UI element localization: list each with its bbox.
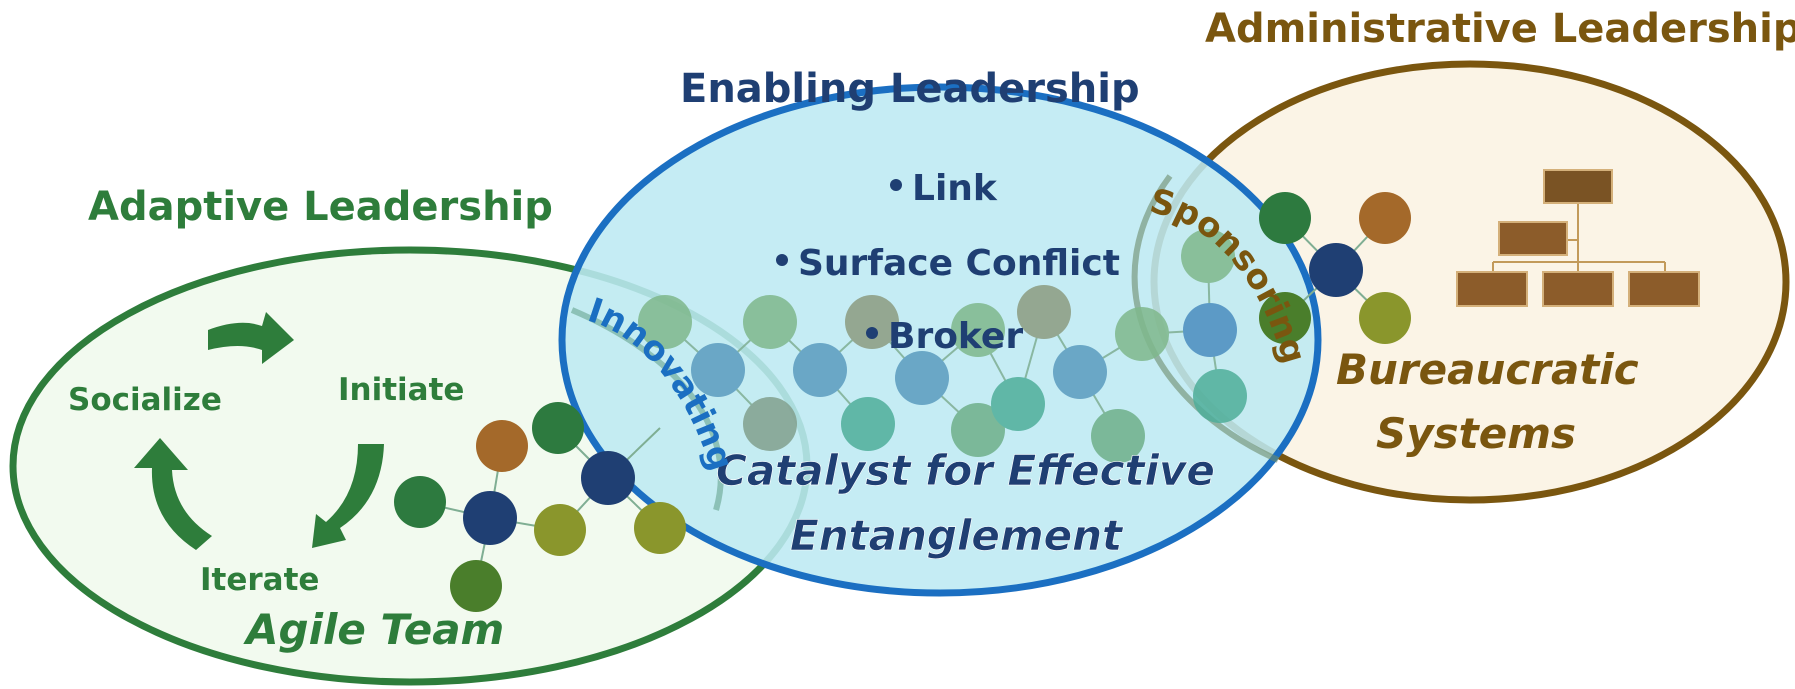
node-green [394,476,446,528]
org-box-top [1543,169,1613,204]
node-faded-green [1091,409,1145,463]
node-brown [476,420,528,472]
node-faded-brown [845,295,899,349]
node-olive [450,560,502,612]
org-chart-icon [1456,169,1700,307]
bureaucratic-line1: Bureaucratic [1336,345,1639,394]
node-olive [634,502,686,554]
arrow-socialize-to-initiate [208,312,294,364]
bullet-dot-surface-conflict [776,254,788,266]
node-faded-gray [1017,285,1071,339]
catalyst-line1: Catalyst for Effective [716,446,1215,495]
bullet-dot-link [890,179,902,191]
node-faded-green [951,403,1005,457]
org-box-right [1628,271,1700,307]
node-faded-teal [1193,369,1247,423]
cycle-initiate: Initiate [338,372,464,408]
adaptive-leadership-heading: Adaptive Leadership [88,184,553,230]
bureaucratic-network [1259,192,1411,344]
node-brown [1359,192,1411,244]
administrative-leadership-heading: Administrative Leadership [1205,6,1795,52]
node-faded-blue [1183,303,1237,357]
node-navy [463,491,517,545]
agile-team-label: Agile Team [243,605,504,654]
node-faded-blue [1053,345,1107,399]
node-faded-blue [691,343,745,397]
bullet-dot-broker [866,327,878,339]
bullet-surface-conflict: Surface Conflict [798,243,1120,284]
bullet-broker: Broker [888,316,1023,357]
node-faded-green [638,295,692,349]
node-navy [581,451,635,505]
arrow-iterate-to-socialize [134,438,212,550]
adaptive-overlap-arc [570,307,724,511]
agile-team-network [394,402,686,612]
node-faded-teal [841,397,895,451]
node-navy [1309,243,1363,297]
cycle-socialize: Socialize [68,382,222,418]
node-faded-green [1181,229,1235,283]
org-box-center [1542,271,1614,307]
node-green [532,402,584,454]
node-faded-green [743,397,797,451]
node-faded-blue [793,343,847,397]
enabling-leadership-ellipse [558,83,1322,597]
cycle-iterate: Iterate [200,562,319,598]
enabling-network [638,229,1247,463]
node-olive [534,504,586,556]
node-faded-green [1115,307,1169,361]
org-box-left [1456,271,1528,307]
node-faded-blue [895,351,949,405]
bullet-link: Link [912,168,998,209]
arrow-initiate-to-iterate [312,444,384,548]
enabling-leadership-heading: Enabling Leadership [680,66,1140,112]
catalyst-line2: Entanglement [790,511,1124,560]
node-olive [1359,292,1411,344]
cycle-arrows [134,312,384,550]
node-faded-green [951,303,1005,357]
bureaucratic-line2: Systems [1376,409,1576,458]
org-box-mid [1498,221,1568,256]
node-faded-green [743,295,797,349]
node-faded-teal [991,377,1045,431]
node-green [1259,192,1311,244]
node-green [1259,292,1311,344]
